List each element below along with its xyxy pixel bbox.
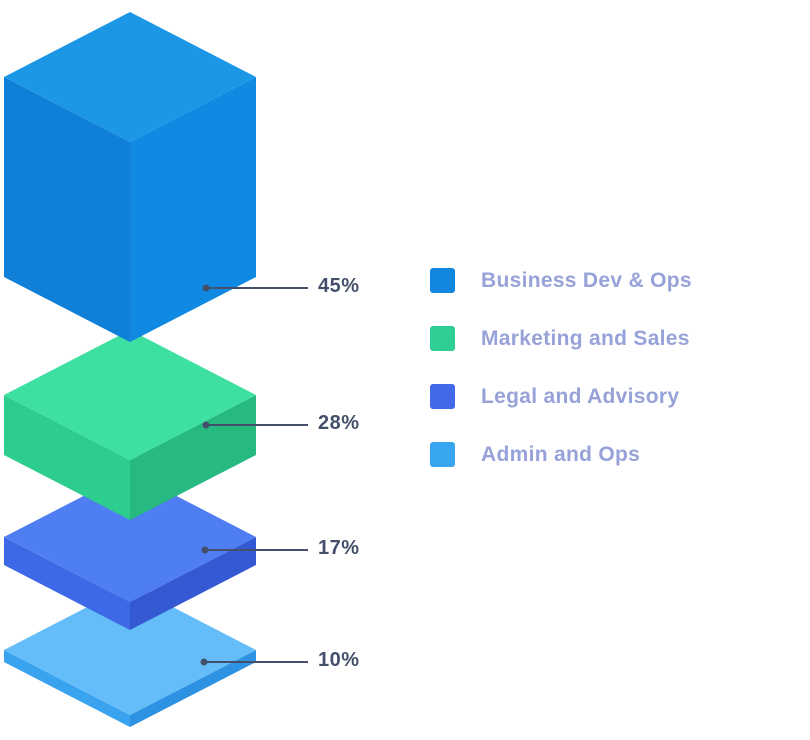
percent-label: 45% (318, 275, 360, 297)
legend-swatch (430, 326, 455, 351)
layer-box-1 (4, 12, 256, 342)
legend-label: Legal and Advisory (481, 384, 680, 408)
leader-dot (202, 421, 210, 429)
layer-left-face (4, 537, 130, 630)
legend-label: Admin and Ops (481, 442, 641, 466)
layer-top-face (4, 330, 256, 460)
layer-box-2 (4, 330, 256, 520)
leader-dot (202, 284, 210, 292)
percent-label: 28% (318, 412, 360, 434)
legend-item: Marketing and Sales (430, 326, 692, 351)
legend-label: Business Dev & Ops (481, 268, 692, 292)
leader-dot (201, 546, 209, 554)
layer-left-face (4, 77, 130, 342)
legend-item: Admin and Ops (430, 442, 692, 467)
layer-right-face (130, 395, 256, 520)
legend-item: Business Dev & Ops (430, 268, 692, 293)
layer-right-face (130, 537, 256, 630)
layer-right-face (130, 650, 256, 727)
layer-top-face (4, 12, 256, 142)
legend-label: Marketing and Sales (481, 326, 690, 350)
layer-box-3 (4, 472, 256, 630)
layer-top-face (4, 585, 256, 715)
layer-top-face (4, 472, 256, 602)
leader-dot (200, 658, 208, 666)
legend-swatch (430, 442, 455, 467)
layer-box-4 (4, 585, 256, 727)
percent-label: 10% (318, 649, 360, 671)
layer-left-face (4, 395, 130, 520)
legend-swatch (430, 384, 455, 409)
legend-swatch (430, 268, 455, 293)
percent-label: 17% (318, 537, 360, 559)
layer-left-face (4, 650, 130, 727)
layer-right-face (130, 77, 256, 342)
legend-item: Legal and Advisory (430, 384, 692, 409)
